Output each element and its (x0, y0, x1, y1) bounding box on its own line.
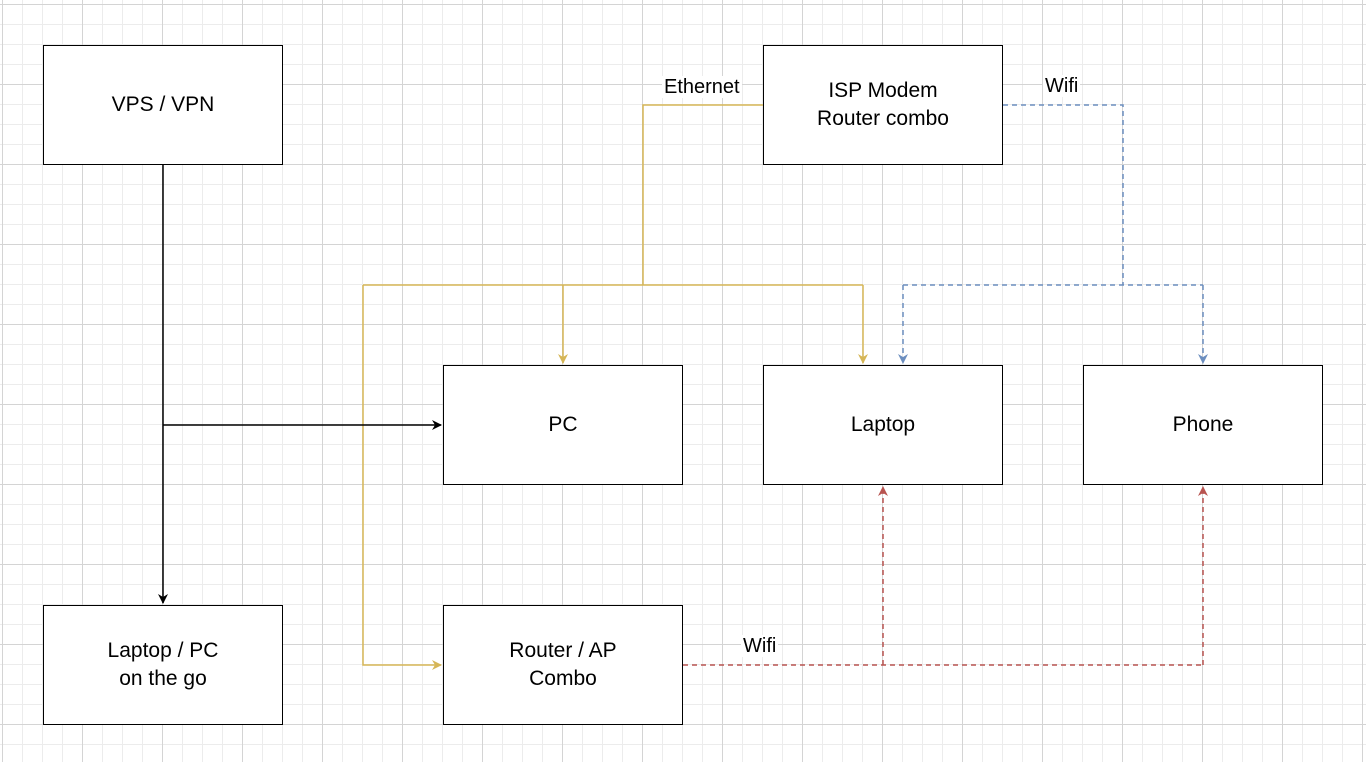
node-vps-vpn[interactable]: VPS / VPN (43, 45, 283, 165)
node-vps-vpn-label: VPS / VPN (111, 93, 215, 116)
node-pc[interactable]: PC (443, 365, 683, 485)
edge-ethernet-to-router[interactable] (362, 285, 442, 670)
node-laptop[interactable]: Laptop (763, 365, 1003, 485)
edge-label-ethernet[interactable]: Ethernet (662, 76, 742, 98)
node-phone[interactable]: Phone (1083, 365, 1323, 485)
node-isp-modem-label: ISP Modem Router combo (817, 79, 949, 130)
node-isp-modem[interactable]: ISP Modem Router combo (763, 45, 1003, 165)
edge-label-isp-wifi[interactable]: Wifi (1043, 75, 1081, 97)
node-router-ap-label: Router / AP Combo (509, 639, 617, 690)
edge-ethernet-isp-trunk[interactable] (642, 104, 763, 285)
node-laptop-label: Laptop (850, 413, 916, 436)
edge-isp-wifi-trunk[interactable] (1003, 104, 1124, 285)
node-laptop-pc-on-the-go[interactable]: Laptop / PC on the go (43, 605, 283, 725)
node-pc-label: PC (548, 413, 578, 436)
edge-label-router-wifi[interactable]: Wifi (741, 635, 779, 657)
node-laptop-pc-on-the-go-label: Laptop / PC on the go (107, 639, 219, 690)
node-router-ap[interactable]: Router / AP Combo (443, 605, 683, 725)
node-phone-label: Phone (1172, 413, 1234, 436)
